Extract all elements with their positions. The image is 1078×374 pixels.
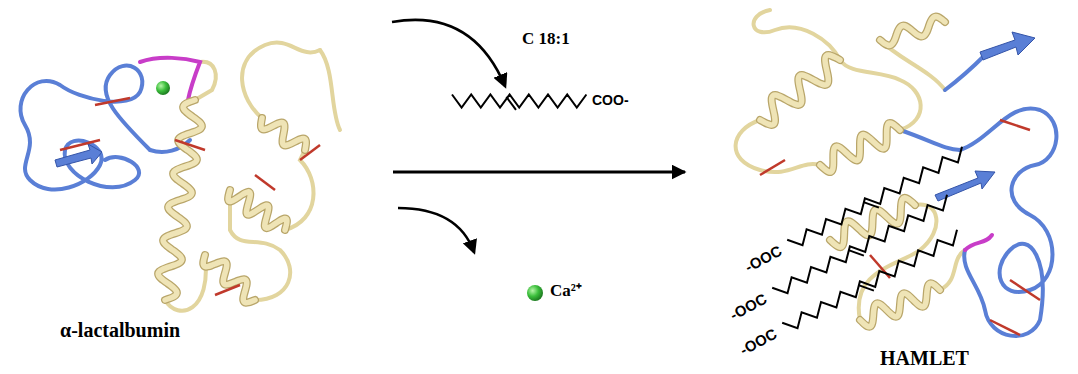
alpha-helix — [158, 100, 202, 300]
disulfide-bond — [175, 140, 205, 150]
alpha-helix — [760, 55, 840, 125]
curved-arrow — [392, 20, 505, 86]
disulfide-bond — [215, 285, 240, 295]
protein-ribbon — [20, 43, 340, 311]
coil-loop — [840, 60, 921, 130]
alpha-helix — [760, 55, 840, 125]
loop-region — [900, 130, 960, 150]
loop-region — [960, 108, 1056, 336]
calcium-loop — [140, 58, 200, 100]
carboxylate-group: -OOC — [742, 243, 784, 276]
alpha-helix — [880, 17, 945, 46]
disulfide-bond — [300, 145, 320, 160]
disulfide-bond — [1010, 280, 1040, 300]
disulfide-bond — [1000, 120, 1030, 130]
alpha-helix — [203, 255, 255, 303]
beta-strand — [935, 171, 995, 201]
fatty-acid-chains — [452, 95, 962, 329]
calcium-ion — [156, 81, 170, 95]
alpha-helix — [261, 118, 306, 150]
panel-caption: HAMLET — [880, 347, 969, 370]
figure-panel: α-lactalbumin — [0, 0, 393, 344]
fatty-acid-chain — [787, 147, 962, 245]
alpha-helix — [261, 118, 306, 150]
ion-label: Ca²⁺ — [550, 282, 582, 301]
alpha-helix — [820, 123, 900, 172]
panel-caption: α-lactalbumin — [60, 319, 180, 342]
alpha-helix — [880, 17, 945, 46]
carboxylate-group: -OOC — [737, 326, 779, 359]
alpha-helix — [158, 100, 202, 300]
carboxylate-group: COO- — [592, 93, 629, 108]
calcium-ion — [527, 285, 543, 301]
loop-region — [945, 55, 985, 90]
coil-loop — [940, 250, 965, 290]
disulfide-bond — [255, 175, 275, 190]
disulfide-bond — [760, 160, 785, 175]
fatty-acid-name: C 18:1 — [522, 30, 570, 49]
disulfide-bond — [60, 140, 100, 150]
alpha-helix — [228, 190, 287, 230]
protein-ribbon — [736, 10, 1057, 336]
beta-strand — [980, 32, 1035, 60]
alpha-helix — [228, 190, 287, 230]
fatty-acid-chain — [782, 230, 957, 328]
double-bond — [859, 285, 874, 290]
disulfide-bond — [95, 98, 130, 105]
curved-arrow — [398, 208, 474, 252]
alpha-helix — [820, 123, 900, 172]
disulfide-bond — [990, 320, 1020, 335]
fatty-acid-chain — [772, 195, 947, 293]
carboxylate-group: -OOC — [727, 291, 769, 324]
coil-loop — [242, 43, 320, 118]
double-bond — [506, 97, 516, 110]
double-bond — [849, 250, 864, 255]
double-bond — [864, 202, 879, 207]
alpha-helix — [203, 255, 255, 303]
fatty-acid-chain — [452, 95, 586, 108]
calcium-loop — [965, 235, 992, 250]
loop-region — [20, 66, 150, 190]
beta-strand — [55, 144, 102, 167]
coil-loop — [320, 50, 340, 130]
reaction-arrow — [393, 171, 685, 174]
